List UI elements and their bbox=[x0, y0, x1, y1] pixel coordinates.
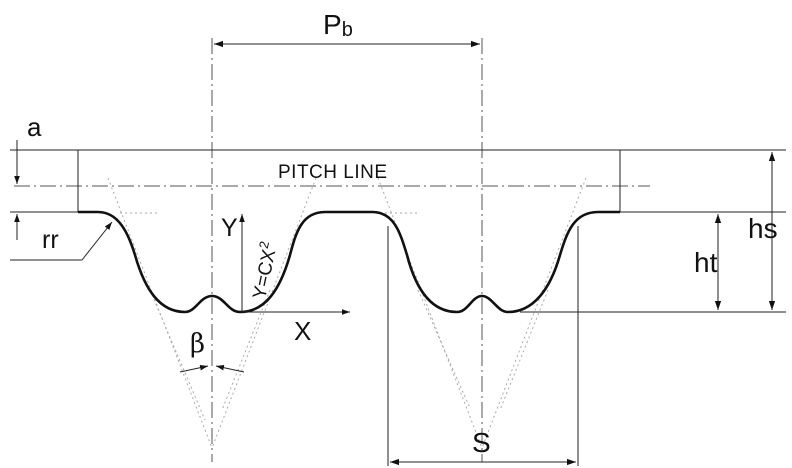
s-label: S bbox=[472, 427, 491, 458]
a-label: a bbox=[27, 112, 42, 142]
formula-label: Y=CX2 bbox=[245, 240, 281, 301]
beta-arrow-right bbox=[215, 364, 245, 373]
rr-label: rr bbox=[42, 226, 59, 254]
beta-label: β bbox=[190, 329, 205, 359]
left-groove-flank-left bbox=[107, 177, 213, 449]
y-axis-label: Y bbox=[221, 214, 238, 242]
left-lower-flank-b bbox=[221, 289, 271, 411]
rr-radius-leader bbox=[81, 221, 113, 261]
beta-arrow-left bbox=[179, 364, 209, 373]
ht-label: ht bbox=[694, 247, 718, 278]
belt-body-outline bbox=[77, 149, 621, 212]
x-axis-label: X bbox=[294, 316, 311, 346]
hs-label: hs bbox=[748, 213, 778, 244]
local-axes bbox=[239, 214, 350, 315]
extension-lines bbox=[10, 149, 786, 466]
pb-label: Pb bbox=[323, 9, 353, 41]
pitch-line-label: PITCH LINE bbox=[278, 162, 388, 183]
right-groove-flank-right bbox=[481, 177, 587, 449]
left-groove-flank-right bbox=[211, 177, 317, 449]
right-lower-flank-a bbox=[417, 289, 471, 409]
right-groove-flank-left bbox=[377, 177, 483, 449]
tooth-profile bbox=[78, 210, 620, 314]
left-lower-flank-a bbox=[149, 289, 206, 421]
dimension-lines bbox=[14, 40, 776, 466]
construction-lines bbox=[107, 177, 587, 449]
right-lower-flank-b bbox=[499, 289, 549, 411]
centre-lines bbox=[14, 38, 650, 462]
